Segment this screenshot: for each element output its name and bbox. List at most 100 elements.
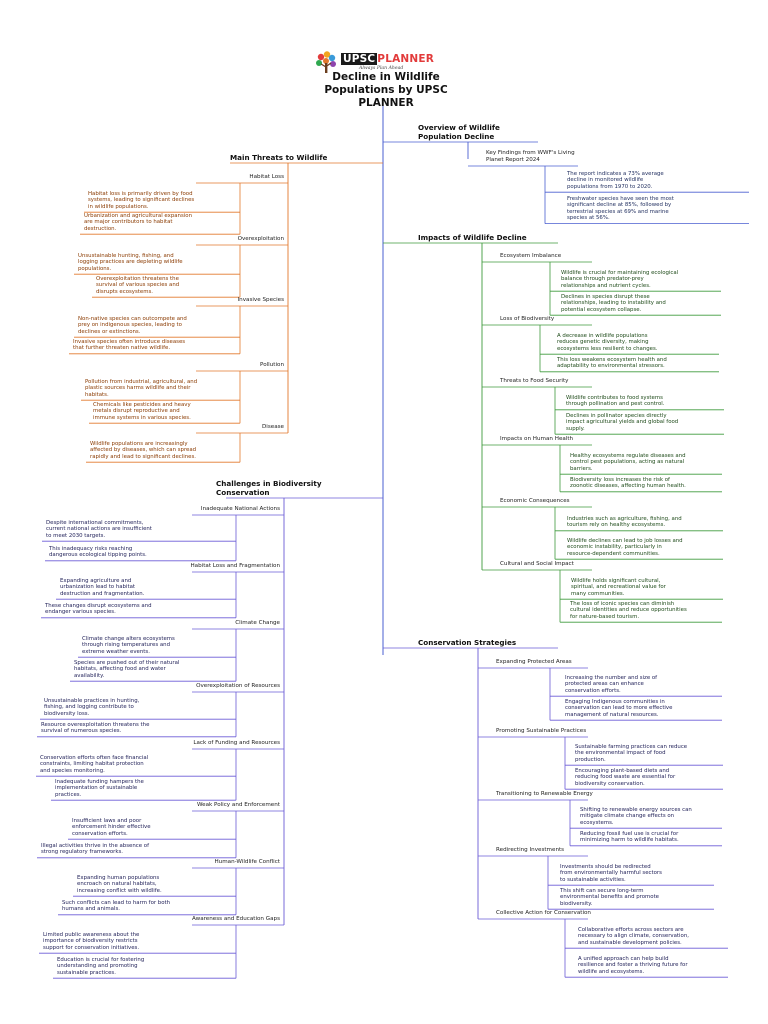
topic-threats-0-line: Habitat Loss (249, 174, 284, 180)
branch-overview-title-line: Overview of Wildlife (418, 123, 500, 132)
leaf-strategies-2-0-line: mitigate climate change effects on (580, 813, 675, 820)
leaf-challenges-1-1-line: endanger various species. (45, 609, 116, 616)
leaf-impacts-2-0-line: through pollination and pest control. (566, 401, 665, 408)
leaf-challenges-3-1-line: survival of numerous species. (41, 728, 122, 735)
leaf-challenges-6-0-line: increasing conflict with wildlife. (77, 887, 162, 894)
leaf-impacts-3-0-line: Healthy ecosystems regulate diseases and (570, 453, 686, 459)
topic-threats-1: Overexploitation (138, 236, 284, 243)
leaf-impacts-0-0-line: relationships and nutrient cycles. (561, 282, 651, 289)
leaf-challenges-4-0-line: and species monitoring. (40, 767, 105, 774)
topic-challenges-2: Climate Change (134, 620, 280, 627)
leaf-strategies-0-1-line: management of natural resources. (565, 711, 659, 718)
leaf-impacts-0-1-line: Declines in species disrupt these (561, 294, 650, 300)
leaf-challenges-3-1-line: Resource overexploitation threatens the (41, 722, 150, 728)
leaf-challenges-7-1-line: understanding and promoting (57, 963, 138, 970)
topic-strategies-0: Expanding Protected Areas (496, 659, 646, 666)
leaf-challenges-6-1: Such conflicts can lead to harm for both… (62, 900, 170, 913)
branch-threats-title-line: Main Threats to Wildlife (230, 153, 328, 162)
leaf-impacts-1-0-line: ecosystems less resilient to changes. (557, 345, 658, 352)
topic-threats-0: Habitat Loss (138, 174, 284, 181)
branch-strategies-title: Conservation Strategies (418, 638, 558, 647)
topic-strategies-1-line: Promoting Sustainable Practices (496, 728, 587, 734)
leaf-strategies-1-1-line: Encouraging plant-based diets and (575, 768, 670, 774)
topic-threats-4: Disease (138, 424, 284, 431)
leaf-impacts-4-0: Industries such as agriculture, fishing,… (567, 516, 682, 529)
topic-strategies-0-line: Expanding Protected Areas (496, 659, 572, 665)
leaf-challenges-4-0: Conservation efforts often face financia… (40, 755, 148, 774)
leaf-impacts-1-0-line: A decrease in wildlife populations (557, 333, 648, 339)
leaf-impacts-3-1-line: Biodiversity loss increases the risk of (570, 477, 670, 483)
topic-strategies-3: Redirecting Investments (496, 847, 646, 854)
leaf-threats-1-1-line: survival of various species and (96, 282, 180, 289)
leaf-overview-0-0-line: populations from 1970 to 2020. (567, 183, 653, 190)
leaf-strategies-0-0-line: Increasing the number and size of (565, 675, 658, 681)
leaf-challenges-2-0-line: through rising temperatures and (82, 642, 171, 649)
leaf-threats-4-0-line: affected by diseases, which can spread (90, 447, 197, 454)
leaf-impacts-4-0-line: Industries such as agriculture, fishing,… (567, 516, 682, 522)
leaf-strategies-1-1-line: biodiversity conservation. (575, 780, 645, 787)
branch-impacts-title: Impacts of Wildlife Decline (418, 233, 558, 242)
leaf-strategies-1-0-line: the environmental impact of food (575, 750, 666, 757)
leaf-threats-2-1: Invasive species often introduce disease… (73, 339, 185, 352)
leaf-threats-0-1-line: destruction. (84, 225, 117, 232)
topic-challenges-0: Inadequate National Actions (134, 506, 280, 513)
leaf-impacts-0-1-line: relationships, leading to instability an… (561, 300, 666, 307)
topic-impacts-4: Economic Consequences (500, 498, 650, 505)
leaf-challenges-1-1-line: These changes disrupt ecosystems and (45, 603, 152, 609)
leaf-strategies-3-1-line: This shift can secure long-term (560, 888, 644, 894)
leaf-impacts-4-1-line: Wildlife declines can lead to job losses… (567, 538, 683, 544)
branch-impacts-title-line: Impacts of Wildlife Decline (418, 233, 527, 242)
leaf-challenges-2-0-line: extreme weather events. (82, 648, 150, 655)
leaf-challenges-3-0-line: biodiversity loss. (44, 710, 90, 717)
leaf-threats-0-0-line: systems, leading to significant declines (88, 197, 195, 204)
leaf-challenges-2-1-line: Species are pushed out of their natural (74, 660, 180, 666)
leaf-challenges-4-0-line: Conservation efforts often face financia… (40, 755, 149, 761)
topic-challenges-0-line: Inadequate National Actions (200, 506, 280, 512)
leaf-threats-3-1-line: immune systems in various species. (93, 414, 191, 421)
leaf-impacts-5-0-line: many communities. (571, 590, 625, 597)
page-title: Decline in Wildlife Populations by UPSC … (300, 71, 472, 110)
leaf-strategies-3-1-line: biodiversity. (560, 900, 593, 907)
leaf-overview-0-1-line: significant decline at 85%, followed by (567, 202, 672, 209)
topic-overview-0-line: Planet Report 2024 (486, 157, 540, 163)
leaf-challenges-3-0-line: fishing, and logging contribute to (44, 704, 134, 711)
leaf-strategies-2-1-line: Reducing fossil fuel use is crucial for (580, 831, 679, 837)
leaf-challenges-5-0-line: enforcement hinder effective (72, 824, 151, 831)
leaf-threats-0-0-line: Habitat loss is primarily driven by food (88, 191, 193, 197)
leaf-strategies-2-0-line: Shifting to renewable energy sources can (580, 807, 692, 813)
topic-impacts-1: Loss of Biodiversity (500, 316, 650, 323)
leaf-strategies-1-0: Sustainable farming practices can reduce… (575, 744, 687, 763)
leaf-threats-3-0-line: plastic sources harms wildlife and their (85, 385, 191, 392)
topic-challenges-5: Weak Policy and Enforcement (134, 802, 280, 809)
leaf-strategies-0-0-line: protected areas can enhance (565, 681, 644, 688)
topic-challenges-6-line: Human-Wildlife Conflict (214, 859, 280, 865)
leaf-challenges-5-0-line: conservation efforts. (72, 830, 128, 837)
leaf-challenges-0-0: Despite international commitments,curren… (46, 520, 152, 539)
leaf-challenges-2-1-line: availability. (74, 672, 105, 679)
title-line: PLANNER (358, 97, 414, 109)
topic-impacts-4-line: Economic Consequences (500, 498, 570, 504)
leaf-challenges-5-1-line: strong regulatory frameworks. (41, 849, 124, 856)
leaf-strategies-4-0: Collaborative efforts across sectors are… (578, 927, 689, 946)
leaf-challenges-6-0-line: encroach on natural habitats, (77, 881, 157, 888)
leaf-strategies-4-1-line: A unified approach can help build (578, 956, 669, 962)
topic-challenges-1: Habitat Loss and Fragmentation (134, 563, 280, 570)
topic-challenges-4-line: Lack of Funding and Resources (193, 740, 280, 746)
branch-strategies-title-line: Conservation Strategies (418, 638, 517, 647)
leaf-strategies-1-0-line: production. (575, 756, 606, 763)
leaf-impacts-0-1-line: potential ecosystem collapse. (561, 306, 642, 313)
leaf-overview-0-1-line: species at 56%. (567, 215, 610, 222)
topic-strategies-2: Transitioning to Renewable Energy (496, 791, 646, 798)
